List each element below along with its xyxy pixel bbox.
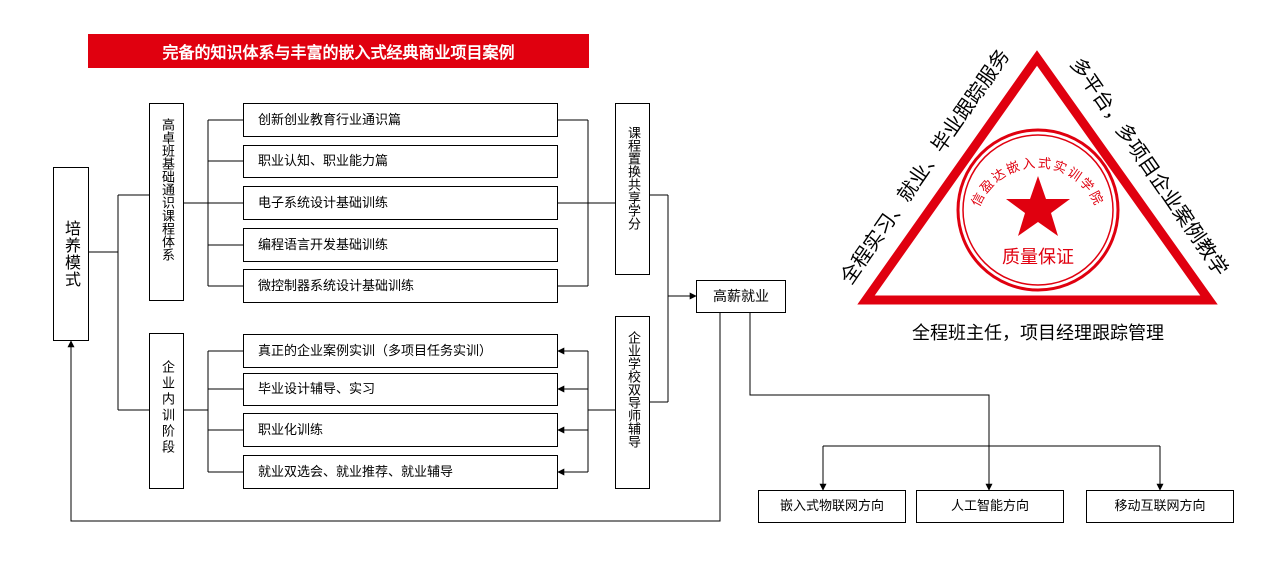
enterprise-training-box: 企业内训阶段: [149, 333, 184, 489]
enterprise-training-label: 企业内训阶段: [159, 360, 174, 456]
foundation-course-label: 高卓班基础通识课程体系: [159, 118, 174, 261]
course-item: 编程语言开发基础训练: [243, 228, 558, 262]
training-item: 职业化训练: [243, 413, 558, 447]
title-banner: 完备的知识体系与丰富的嵌入式经典商业项目案例: [88, 34, 589, 68]
training-mode-label: 培养模式: [62, 220, 81, 288]
employment-box: 高薪就业: [696, 280, 786, 313]
dual-mentor-box: 企业学校双导师辅导: [615, 316, 650, 489]
star-icon: [1006, 176, 1070, 236]
foundation-course-box: 高卓班基础通识课程体系: [149, 103, 184, 301]
course-item: 创新创业教育行业通识篇: [243, 103, 558, 137]
triangle-left-label: 全程实习、就业、毕业跟踪服务: [835, 45, 1014, 289]
dual-mentor-label: 企业学校双导师辅导: [625, 331, 640, 448]
training-item: 毕业设计辅导、实习: [243, 373, 558, 406]
seal-center-text: 质量保证: [1002, 247, 1074, 268]
course-item: 职业认知、职业能力篇: [243, 145, 558, 178]
training-item: 真正的企业案例实训（多项目任务实训）: [243, 334, 558, 368]
direction-item: 嵌入式物联网方向: [758, 490, 906, 523]
direction-item: 移动互联网方向: [1086, 490, 1234, 523]
training-item: 就业双选会、就业推荐、就业辅导: [243, 455, 558, 489]
course-item: 微控制器系统设计基础训练: [243, 269, 558, 303]
course-item: 电子系统设计基础训练: [243, 186, 558, 220]
credit-exchange-label: 课程置换共享学分: [625, 126, 640, 230]
triangle-right-label: 多平台，多项目企业案例教学: [1065, 53, 1233, 280]
training-mode-box: 培养模式: [53, 167, 89, 341]
triangle-bottom-text: 全程班主任，项目经理跟踪管理: [912, 323, 1164, 344]
direction-item: 人工智能方向: [916, 490, 1064, 523]
credit-exchange-box: 课程置换共享学分: [615, 103, 650, 275]
